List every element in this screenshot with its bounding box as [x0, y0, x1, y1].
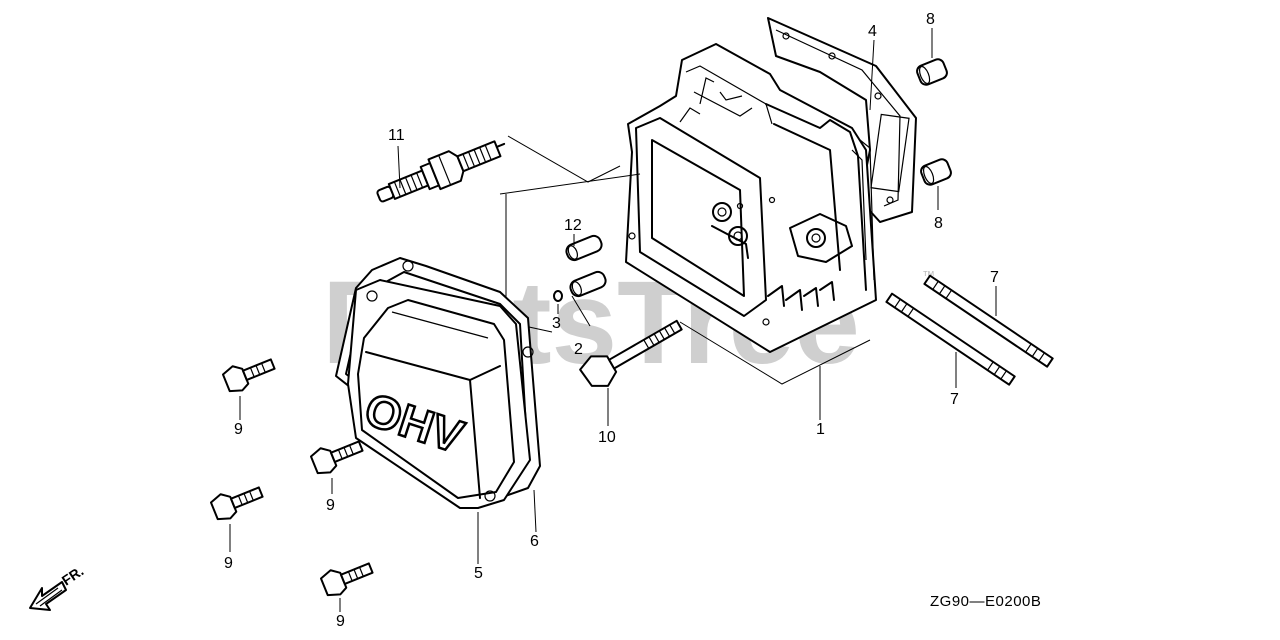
callout-4: 4: [868, 23, 877, 40]
sleeve-upper[interactable]: [915, 57, 948, 86]
head-bolt[interactable]: [577, 310, 688, 393]
flange-bolt-b[interactable]: [309, 434, 365, 477]
callout-12: 12: [564, 217, 582, 234]
stud-bolt-upper[interactable]: [923, 274, 1054, 368]
callout-9a: 9: [234, 421, 243, 438]
flange-bolt-c[interactable]: [209, 480, 265, 523]
spark-plug[interactable]: [373, 131, 511, 212]
dowel-pin-upper[interactable]: [564, 234, 603, 262]
callout-5: 5: [474, 565, 483, 582]
callout-11: 11: [388, 127, 405, 144]
callout-8b: 8: [934, 215, 943, 232]
callout-7a: 7: [990, 269, 999, 286]
flange-bolt-d[interactable]: [319, 556, 375, 599]
callout-9b: 9: [326, 497, 335, 514]
sleeve-lower[interactable]: [919, 157, 952, 186]
callout-6: 6: [530, 533, 539, 550]
o-ring[interactable]: [553, 290, 563, 302]
assembly-bracket-bottom: [679, 321, 871, 385]
front-direction-arrow: FR.: [29, 563, 86, 611]
callout-7b: 7: [950, 391, 959, 408]
callout-2: 2: [574, 341, 583, 358]
dowel-pin-lower[interactable]: [568, 270, 607, 298]
cylinder-head[interactable]: [625, 17, 917, 353]
flange-bolt-a[interactable]: [221, 352, 277, 395]
callout-10: 10: [598, 429, 616, 446]
leader-lines: [229, 28, 997, 612]
stud-bolt-lower[interactable]: [885, 292, 1016, 386]
assembly-bracket-left: [499, 173, 641, 195]
head-cover[interactable]: OHV: [347, 279, 531, 509]
assembly-bracket: [507, 135, 621, 183]
callout-9c: 9: [224, 555, 233, 572]
callout-8a: 8: [926, 11, 935, 28]
callout-3: 3: [552, 315, 561, 332]
callout-9d: 9: [336, 613, 345, 630]
callout-1: 1: [816, 421, 825, 438]
diagram-code: ZG90—E0200B: [930, 593, 1041, 610]
